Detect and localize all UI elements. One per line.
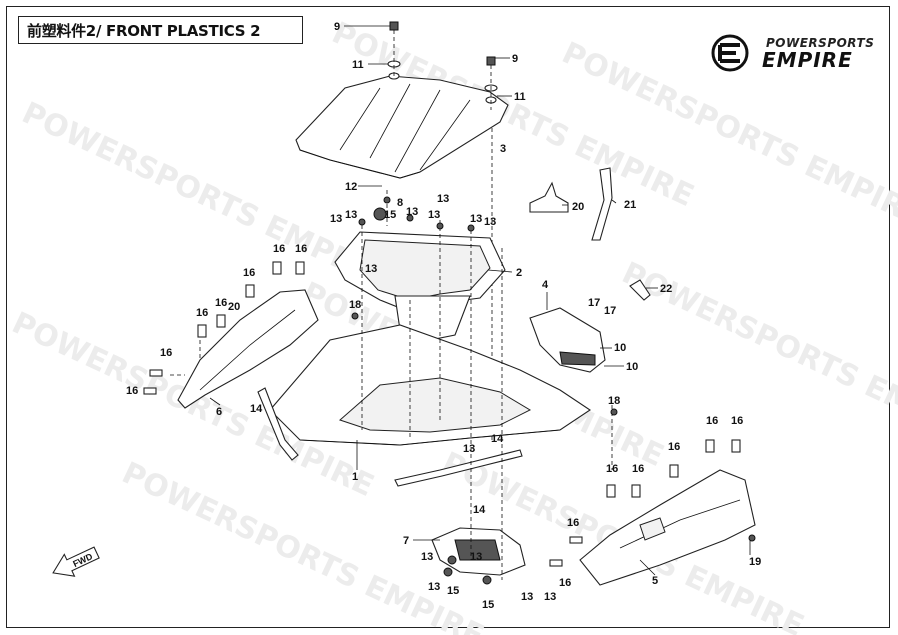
callout-16: 16 [706, 415, 718, 427]
callout-16: 16 [731, 415, 743, 427]
callout-16: 16 [295, 243, 307, 255]
callout-13: 13 [463, 443, 475, 455]
title-box: 前塑料件2/ FRONT PLASTICS 2 [18, 16, 303, 44]
right-panel-part-5 [579, 469, 756, 586]
callout-13: 13 [330, 213, 342, 225]
logo-main-text: EMPIRE [762, 48, 853, 72]
callout-13: 13 [345, 209, 357, 221]
callout-15: 15 [482, 599, 494, 611]
callout-13: 13 [428, 581, 440, 593]
callout-11: 11 [514, 91, 526, 103]
callout-16: 16 [668, 441, 680, 453]
callout-3: 3 [500, 143, 506, 155]
left-panel-part-6 [177, 289, 319, 409]
callout-9: 9 [334, 21, 340, 33]
hardware-dots [143, 196, 756, 585]
callout-20: 20 [572, 201, 584, 213]
callout-8: 8 [397, 197, 403, 209]
callout-2: 2 [516, 267, 522, 279]
watermark-text: POWERSPORTS EMPIRE [117, 456, 489, 635]
callout-13: 13 [521, 591, 533, 603]
callout-16: 16 [559, 577, 571, 589]
callout-13: 13 [428, 209, 440, 221]
diagram-border [6, 6, 890, 628]
clip-part-22 [629, 279, 651, 301]
callout-14: 14 [491, 433, 504, 445]
callout-13: 13 [437, 193, 449, 205]
callout-10: 10 [626, 361, 638, 373]
callout-16: 16 [126, 385, 138, 397]
logo-top-text: POWERSPORTS [766, 36, 875, 50]
page-title: 前塑料件2/ FRONT PLASTICS 2 [27, 22, 261, 40]
callout-16: 16 [215, 297, 227, 309]
callout-5: 5 [652, 575, 658, 587]
front-cover-part-3 [295, 75, 509, 179]
callout-14: 14 [250, 403, 263, 415]
callout-16: 16 [160, 347, 172, 359]
callout-22: 22 [660, 283, 672, 295]
assembly-lines [170, 220, 613, 580]
callout-13: 13 [470, 213, 482, 225]
right-bracket-part-4 [529, 307, 606, 373]
callout-11: 11 [352, 59, 364, 71]
callout-13: 13 [544, 591, 556, 603]
callout-15: 15 [384, 209, 396, 221]
callout-13: 13 [406, 206, 418, 218]
callout-13: 13 [484, 216, 496, 228]
callout-16: 16 [567, 517, 579, 529]
callout-7: 7 [403, 535, 409, 547]
callout-13: 13 [365, 263, 377, 275]
front-fender-part-1 [269, 324, 591, 446]
callout-6: 6 [216, 406, 222, 418]
brand-logo: POWERSPORTS EMPIRE [710, 33, 880, 73]
callout-21: 21 [624, 199, 636, 211]
callout-16: 16 [606, 463, 618, 475]
callout-16: 16 [632, 463, 644, 475]
callout-15: 15 [447, 585, 459, 597]
callout-10: 10 [614, 342, 626, 354]
callout-19: 19 [749, 556, 761, 568]
hose-part-21 [591, 167, 613, 241]
callout-16: 16 [273, 243, 285, 255]
leader-lines [209, 25, 751, 576]
callout-4: 4 [542, 279, 549, 291]
callout-18: 18 [349, 299, 361, 311]
callout-14: 14 [473, 504, 486, 516]
callout-13: 13 [421, 551, 433, 563]
storage-box-part-2 [334, 231, 506, 343]
callout-9: 9 [512, 53, 518, 65]
callout-12: 12 [345, 181, 357, 193]
fwd-arrow: FWD [52, 546, 100, 577]
callout-13: 13 [470, 551, 482, 563]
callout-16: 16 [196, 307, 208, 319]
cap-part-20 [529, 181, 569, 213]
watermark-text: POWERSPORTS EMPIRE [617, 256, 898, 455]
callout-numbers: 9 11 9 11 3 12 8 13 15 13 13 13 13 13 13… [126, 21, 761, 611]
callout-16: 16 [243, 267, 255, 279]
empire-emblem-icon [711, 34, 749, 72]
callout-17: 17 [588, 297, 600, 309]
callout-18: 18 [608, 395, 620, 407]
support-rods-part-14 [257, 387, 523, 487]
callout-20: 20 [228, 301, 240, 313]
callout-17: 17 [604, 305, 616, 317]
callout-1: 1 [352, 471, 358, 483]
